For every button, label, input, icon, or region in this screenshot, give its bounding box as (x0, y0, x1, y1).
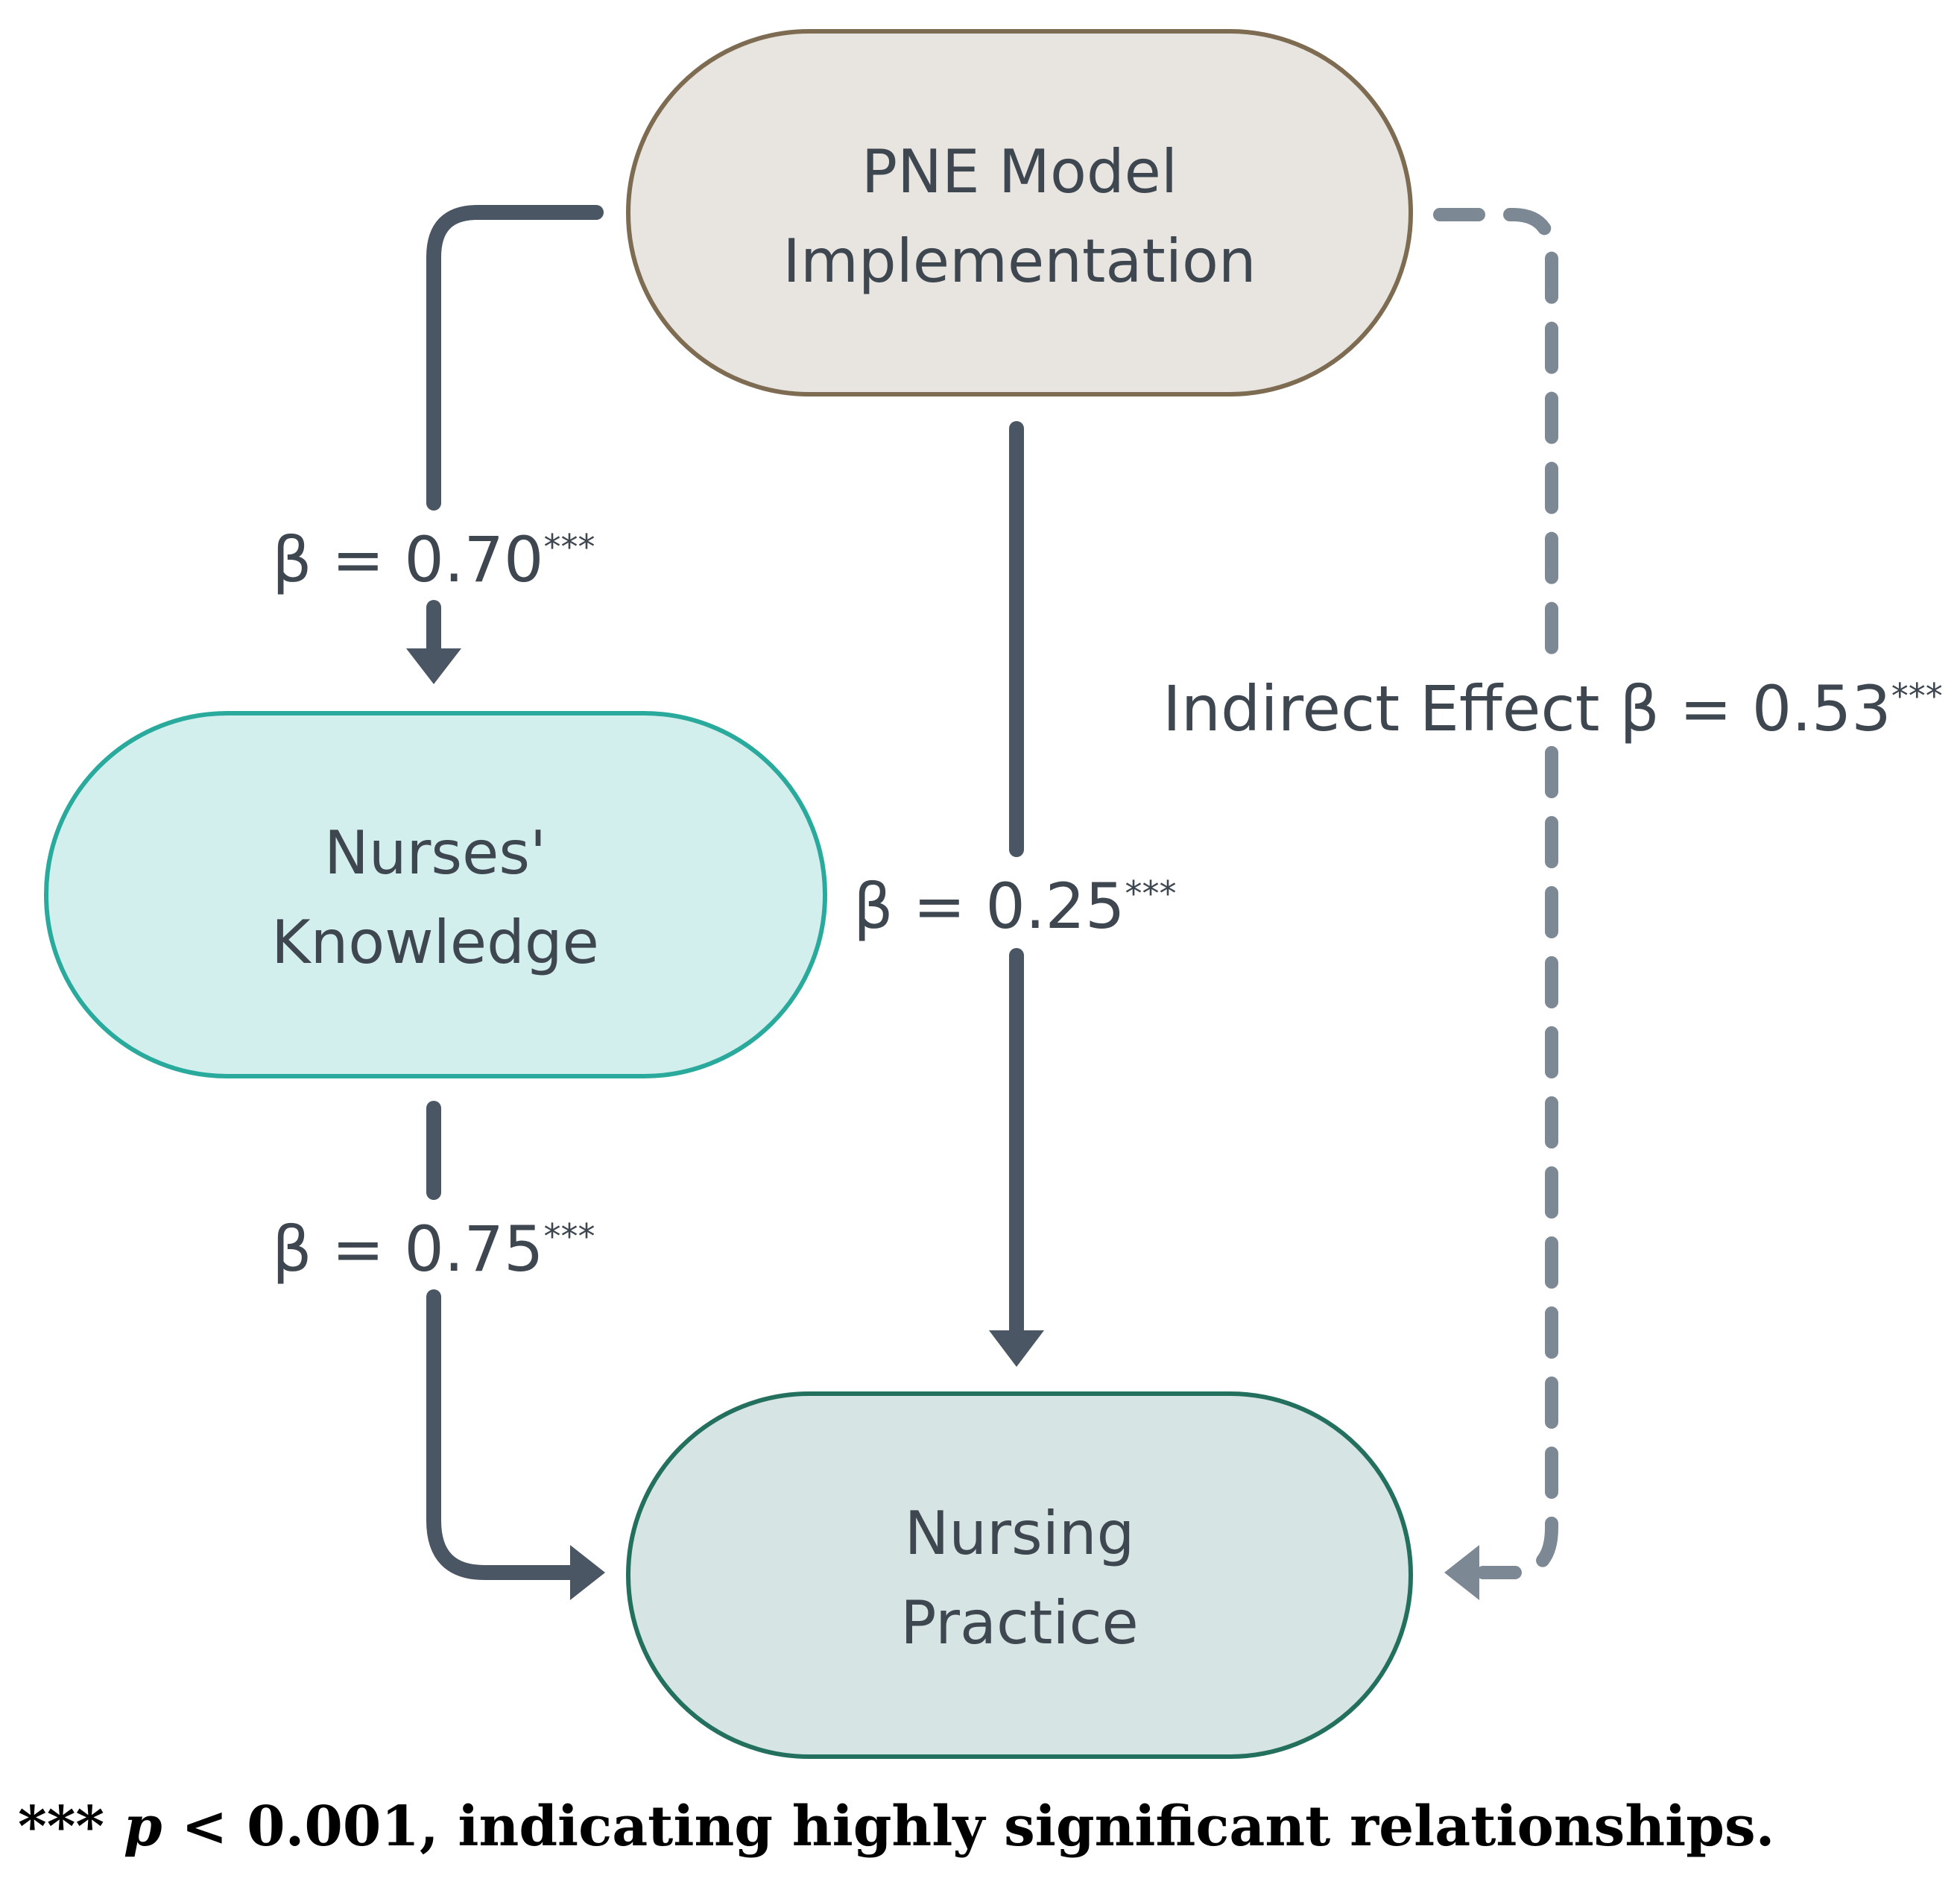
footnote-text: < 0.001, indicating highly significant r… (181, 1795, 1775, 1859)
node-label-line1: Nursing (905, 1499, 1135, 1568)
node-label-line2: Knowledge (271, 908, 599, 977)
edge-knowledge-to-practice (426, 1101, 605, 1600)
node-nurses-knowledge: Nurses' Knowledge (44, 711, 827, 1078)
arrowhead-left (1444, 1545, 1479, 1600)
node-label-line2: Implementation (783, 227, 1256, 296)
arrowhead-right (570, 1545, 605, 1600)
node-pne-model-implementation: PNE Model Implementation (626, 29, 1413, 396)
node-label-line1: Nurses' (324, 818, 546, 888)
beta-label-pne-knowledge: β = 0.70*** (272, 523, 595, 596)
arrowhead-down (989, 1330, 1044, 1367)
edge-pne-to-knowledge (406, 205, 604, 684)
arrowhead-down (406, 648, 461, 684)
significance-footnote: *** p < 0.001, indicating highly signifi… (18, 1795, 1941, 1859)
edge-pne-to-practice (989, 421, 1044, 1367)
beta-label-knowledge-practice: β = 0.75*** (272, 1213, 595, 1286)
edge-indirect (1433, 208, 1558, 1600)
beta-label-indirect: Indirect Effect β = 0.53*** (1163, 672, 1943, 745)
footnote-stars: *** (18, 1795, 105, 1859)
node-label-line1: PNE Model (862, 137, 1177, 206)
node-label-line2: Practice (900, 1588, 1139, 1658)
node-nursing-practice: Nursing Practice (626, 1391, 1413, 1759)
beta-label-pne-practice: β = 0.25*** (853, 870, 1176, 943)
footnote-p: p (123, 1795, 162, 1859)
